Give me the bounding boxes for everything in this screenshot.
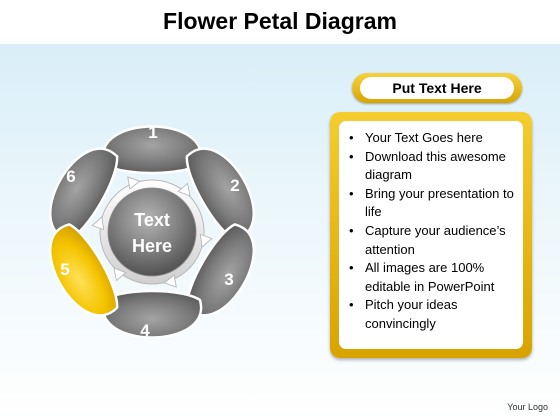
arrow-icon [113, 267, 127, 282]
text-panel: Your Text Goes here Download this awesom… [330, 112, 532, 358]
footer-logo: Your Logo [507, 402, 548, 412]
bullet-item: Your Text Goes here [347, 129, 519, 148]
panel-header: Put Text Here [352, 73, 522, 103]
center-label-line2: Here [132, 236, 172, 256]
panel-header-label: Put Text Here [360, 77, 514, 99]
center-label-line1: Text [134, 210, 170, 230]
text-panel-body: Your Text Goes here Download this awesom… [339, 121, 523, 349]
bullet-item: Capture your audience’s attention [347, 222, 519, 259]
arrow-icon [163, 274, 177, 288]
arrow-icon [91, 216, 105, 231]
cycle-arrows [91, 176, 213, 288]
petal-6 [49, 147, 119, 241]
arrow-icon [177, 182, 191, 197]
petal-5-label: 5 [60, 260, 69, 279]
arrow-icon [127, 176, 141, 190]
center-circle [107, 187, 197, 277]
petal-2-label: 2 [230, 176, 239, 195]
petal-1-label: 1 [148, 123, 157, 142]
petal-6-label: 6 [66, 167, 75, 186]
bullet-item: Bring your presentation to life [347, 185, 519, 222]
page-title: Flower Petal Diagram [163, 8, 397, 34]
bullet-item: Pitch your ideas convincingly [347, 296, 519, 333]
arrow-icon [199, 233, 213, 248]
bullet-item: Download this awesome diagram [347, 148, 519, 185]
bullet-item: All images are 100% editable in PowerPoi… [347, 259, 519, 296]
bullet-list: Your Text Goes here Download this awesom… [347, 129, 519, 334]
petal-3-label: 3 [224, 270, 233, 289]
petal-4-label: 4 [140, 321, 150, 340]
petal-5 [49, 223, 119, 317]
